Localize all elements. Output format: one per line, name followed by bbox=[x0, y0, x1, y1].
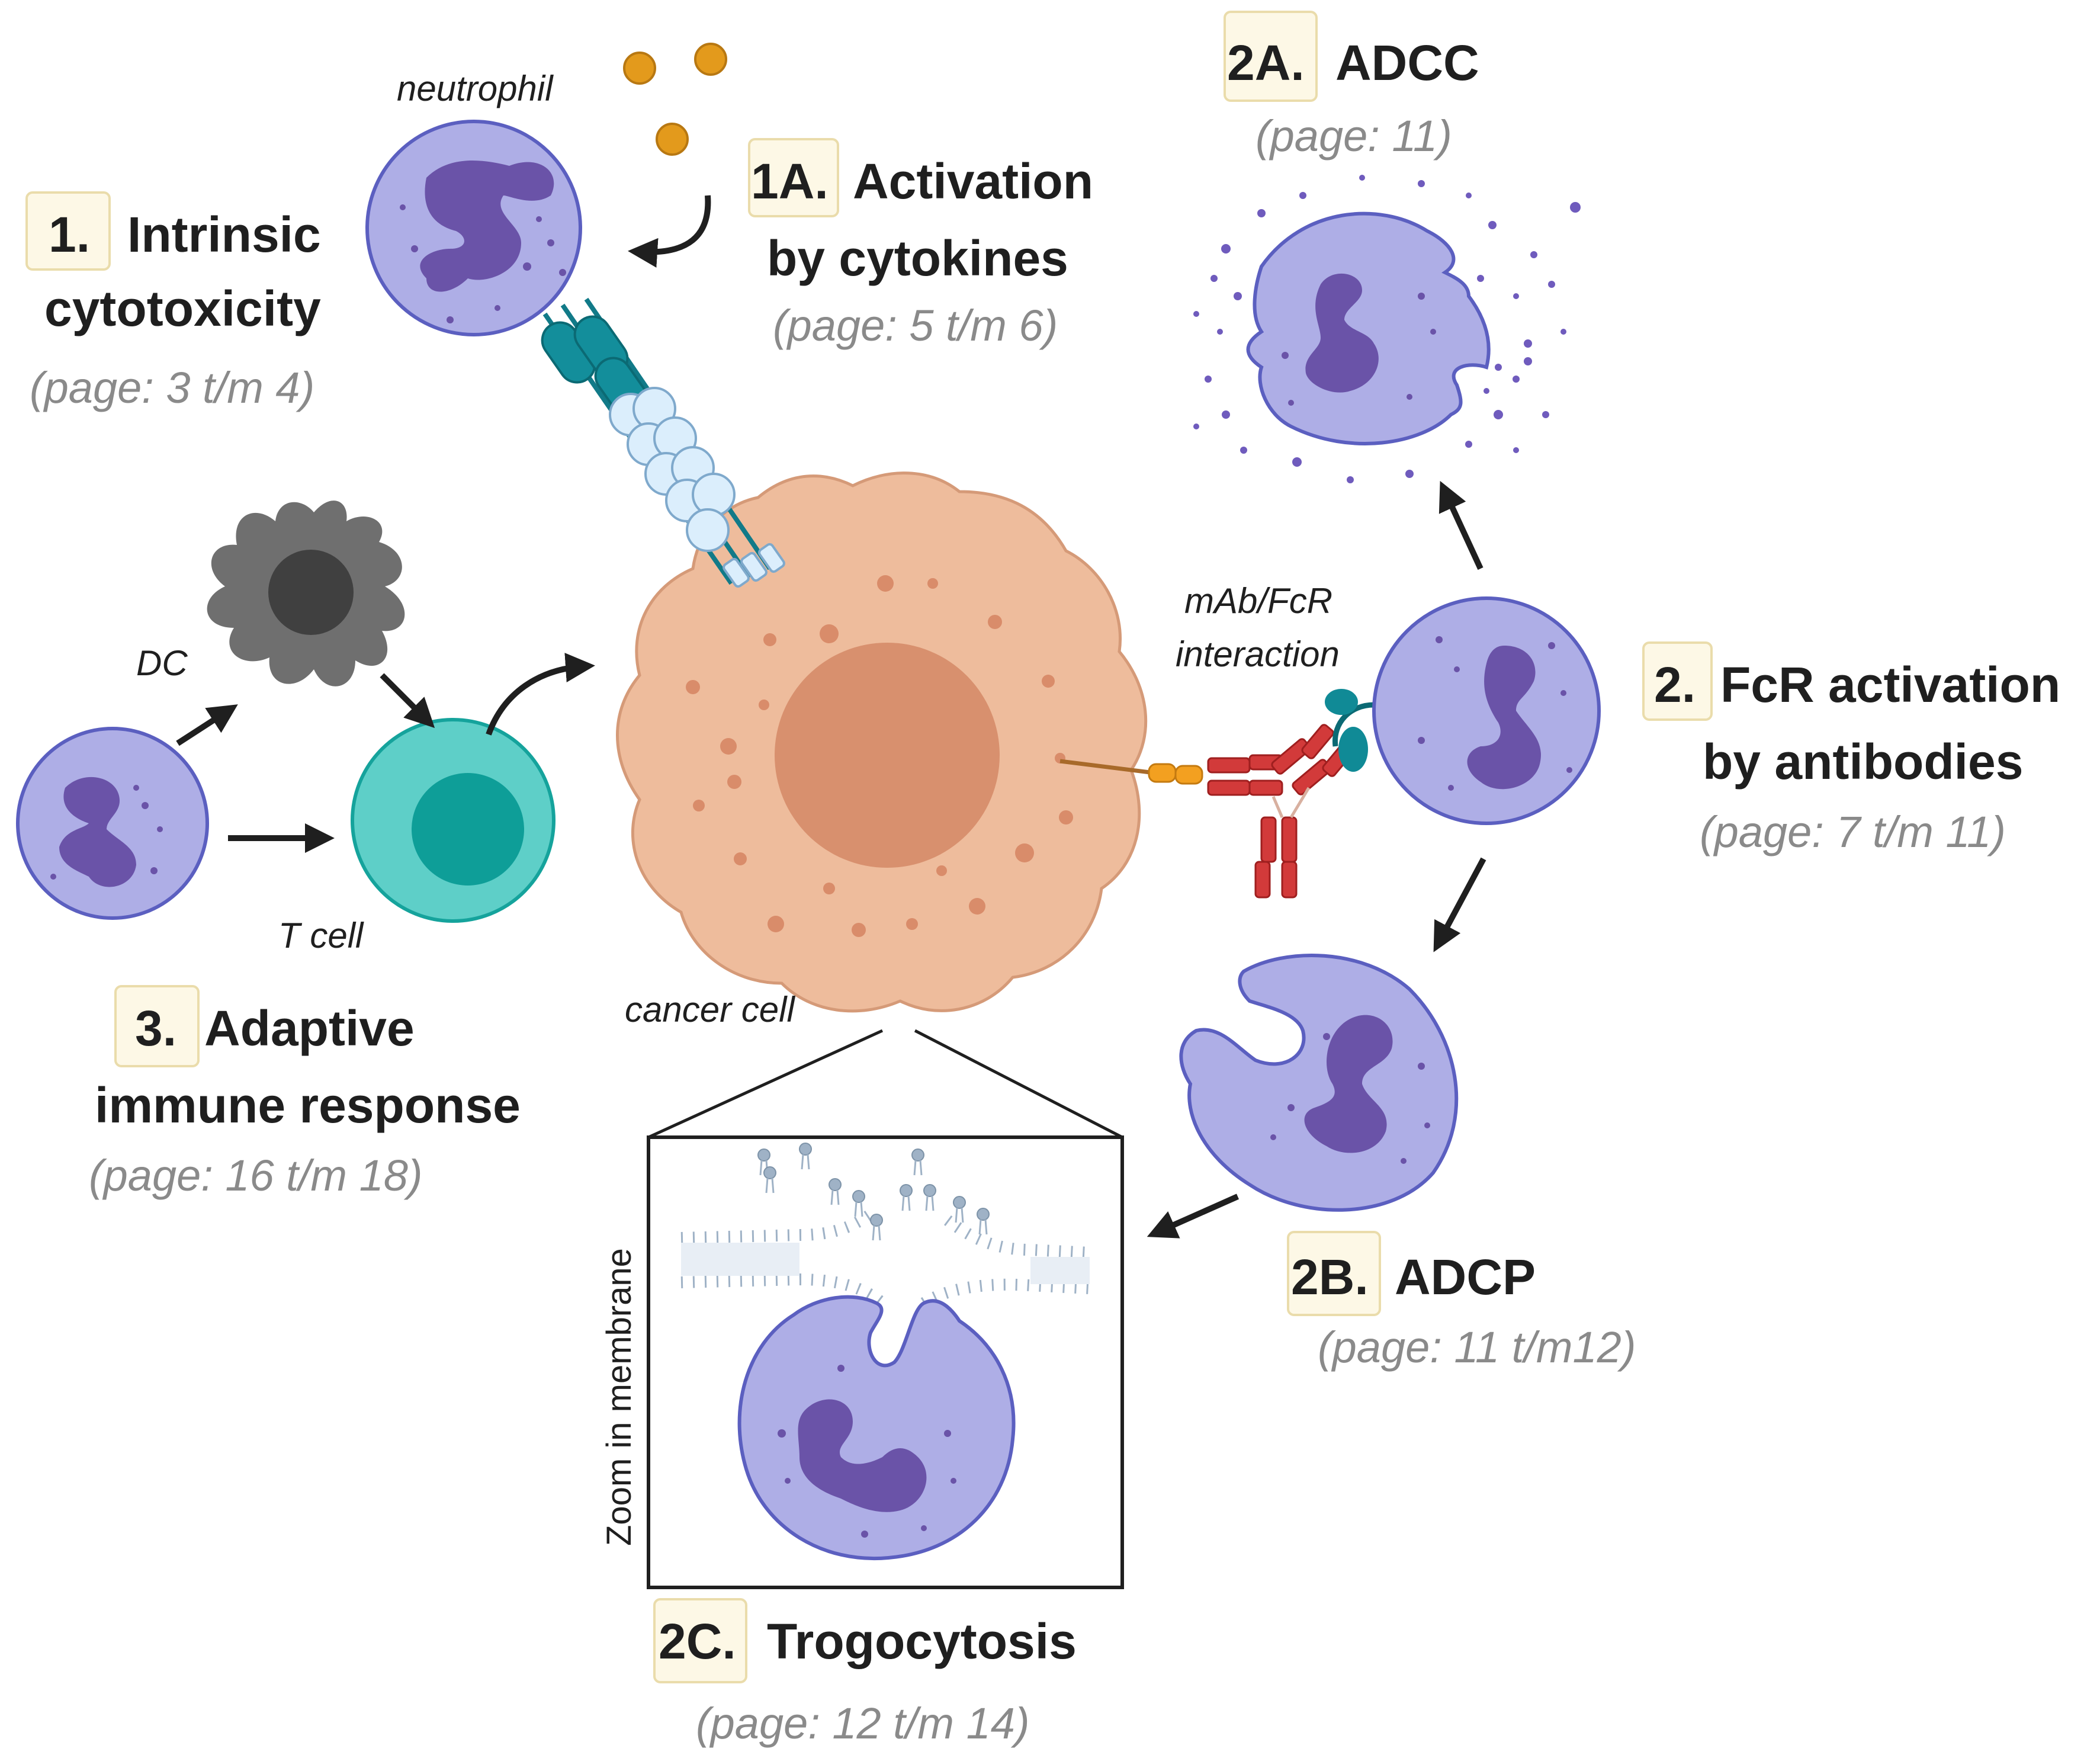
neutrophil-adcc-body bbox=[1246, 211, 1491, 445]
arrow-neutrophil-to-dc bbox=[176, 704, 238, 746]
dendritic-cell-nucleus bbox=[268, 550, 354, 635]
number-2a: 2A. bbox=[1227, 35, 1305, 91]
number-1a: 1A. bbox=[751, 153, 829, 209]
neutrophil-adcc bbox=[1193, 175, 1581, 483]
arrow-dc-to-tcell bbox=[380, 673, 435, 729]
number-1: 1. bbox=[49, 207, 90, 262]
page-ref-2b: (page: 11 t/m12) bbox=[1318, 1323, 1636, 1372]
page-ref-2a: (page: 11) bbox=[1255, 111, 1452, 161]
number-badge-2 bbox=[1642, 641, 1713, 721]
neutrophil-right-nucleus bbox=[1467, 646, 1541, 790]
section-2b-adcp: 2B. ADCP (page: 11 t/m12) bbox=[1287, 1231, 1636, 1372]
cytokines bbox=[623, 43, 727, 156]
number-badge-1 bbox=[25, 191, 111, 271]
neutrophil-adcc-nucleus bbox=[1305, 273, 1379, 393]
neutrophil-trogocytosis-body bbox=[737, 1295, 1016, 1561]
neutrophil-left bbox=[16, 727, 209, 920]
cytokine-arrow bbox=[628, 195, 711, 268]
neutrophil-adcp bbox=[1179, 954, 1459, 1212]
title-1-line2: cytotoxicity bbox=[44, 281, 321, 336]
title-2c: Trogocytosis bbox=[767, 1613, 1077, 1669]
number-badge-2c bbox=[653, 1598, 747, 1683]
arrow-to-adcc bbox=[1438, 480, 1484, 570]
page-ref-1: (page: 3 t/m 4) bbox=[30, 363, 314, 412]
neutrophil-top-nucleus bbox=[420, 161, 554, 292]
neutrophil-left-granules bbox=[50, 785, 163, 880]
title-3-line1: Adaptive bbox=[204, 1000, 415, 1056]
title-1-line1: Intrinsic bbox=[127, 207, 321, 262]
cancer-cell-nucleus bbox=[775, 643, 1000, 868]
section-1a-activation-by-cytokines: 1A. Activation by cytokines (page: 5 t/m… bbox=[748, 138, 1093, 350]
neutrophil-trogocytosis-nucleus bbox=[798, 1399, 927, 1512]
number-badge-2a bbox=[1224, 11, 1318, 102]
section-1-intrinsic-cytotoxicity: 1. Intrinsic cytotoxicity (page: 3 t/m 4… bbox=[25, 191, 321, 412]
cytokine bbox=[623, 52, 656, 85]
arrow-to-trogocytosis bbox=[1147, 1194, 1240, 1239]
neutrophil-adcp-granules bbox=[1270, 1033, 1430, 1164]
zoom-line-right bbox=[914, 1029, 1123, 1139]
receptor-ligand-chain bbox=[541, 297, 785, 588]
neutrophil-left-body bbox=[16, 727, 209, 920]
neutrophil-trogocytosis bbox=[737, 1295, 1016, 1561]
number-2c: 2C. bbox=[659, 1613, 736, 1669]
cancer-cell-granules bbox=[686, 575, 1073, 937]
number-badge-3 bbox=[114, 985, 200, 1067]
membrane-bilayer bbox=[680, 1209, 1090, 1308]
title-2b: ADCP bbox=[1395, 1249, 1536, 1305]
number-2b: 2B. bbox=[1291, 1249, 1369, 1305]
interaction-label: interaction bbox=[1176, 634, 1340, 674]
adcc-released-granules bbox=[1193, 175, 1581, 483]
zoom-in-membrane-label: Zoom in membrane bbox=[600, 1248, 638, 1546]
title-2-line1: FcR activation bbox=[1720, 657, 2060, 713]
t-cell-label: T cell bbox=[278, 916, 364, 955]
dc-label: DC bbox=[136, 643, 188, 683]
neutrophil-right-body bbox=[1372, 596, 1601, 825]
title-3-line2: immune response bbox=[95, 1077, 521, 1133]
title-2-line2: by antibodies bbox=[1703, 734, 2023, 790]
antibody-complex bbox=[1059, 689, 1475, 899]
neutrophil-top bbox=[365, 120, 582, 336]
section-2a-adcc: 2A. ADCC (page: 11) bbox=[1224, 11, 1479, 161]
arrow-tcell-to-cancer bbox=[486, 653, 595, 736]
zoom-line-left bbox=[647, 1029, 884, 1139]
section-3-adaptive-immune-response: 3. Adaptive immune response (page: 16 t/… bbox=[89, 985, 521, 1200]
title-2a: ADCC bbox=[1335, 35, 1479, 91]
neutrophil-trogocytosis-granules bbox=[778, 1365, 956, 1538]
neutrophil-label: neutrophil bbox=[397, 69, 554, 108]
page-ref-1a: (page: 5 t/m 6) bbox=[773, 301, 1058, 350]
neutrophil-left-nucleus bbox=[59, 777, 136, 887]
number-badge-2b bbox=[1287, 1231, 1381, 1316]
neutrophil-right-granules bbox=[1418, 636, 1572, 791]
arrow-to-adcp bbox=[1433, 857, 1486, 952]
cytokine bbox=[656, 123, 689, 156]
dendritic-cell bbox=[207, 501, 405, 686]
neutrophil-right bbox=[1372, 596, 1601, 825]
t-cell bbox=[351, 718, 555, 923]
cytokine bbox=[694, 43, 727, 76]
neutrophil-adcp-nucleus bbox=[1304, 1015, 1393, 1153]
number-2: 2. bbox=[1654, 657, 1696, 713]
page-ref-3: (page: 16 t/m 18) bbox=[89, 1151, 423, 1200]
neutrophil-adcp-body bbox=[1179, 954, 1459, 1212]
cancer-cell bbox=[616, 471, 1148, 1013]
cancer-cell-label: cancer cell bbox=[625, 990, 795, 1029]
section-2c-trogocytosis: 2C. Trogocytosis (page: 12 t/m 14) bbox=[653, 1598, 1077, 1748]
number-3: 3. bbox=[135, 1000, 176, 1056]
number-badge-1a bbox=[748, 138, 839, 217]
section-2-fcr-activation: 2. FcR activation by antibodies (page: 7… bbox=[1642, 641, 2060, 856]
mab-fcr-label: mAb/FcR bbox=[1184, 581, 1332, 621]
title-1a-line1: Activation bbox=[853, 153, 1093, 209]
title-1a-line2: by cytokines bbox=[767, 230, 1068, 286]
neutrophil-top-granules bbox=[400, 204, 566, 323]
page-ref-2c: (page: 12 t/m 14) bbox=[696, 1699, 1030, 1748]
t-cell-nucleus bbox=[412, 773, 524, 886]
adcc-granules bbox=[1282, 293, 1436, 406]
page-ref-2: (page: 7 t/m 11) bbox=[1700, 807, 2006, 856]
